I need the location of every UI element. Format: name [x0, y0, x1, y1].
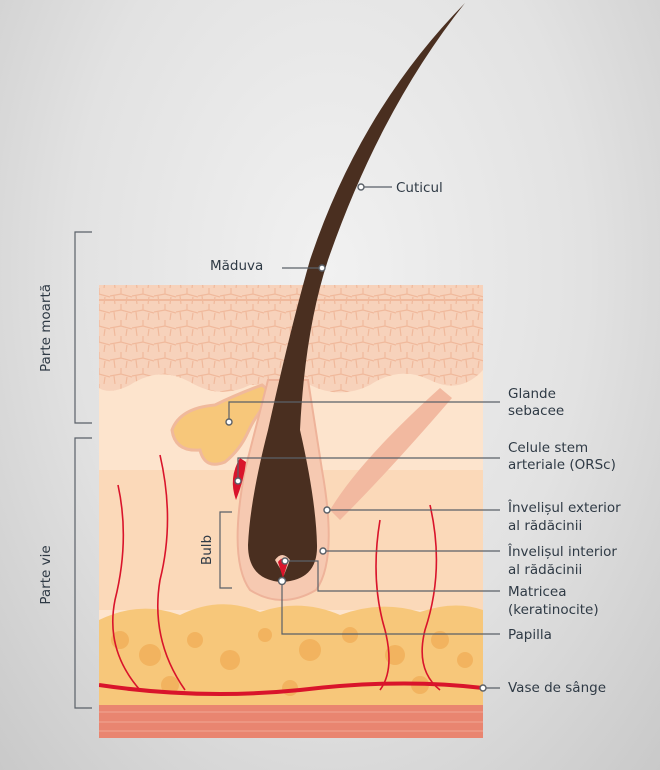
sebaceous-label-1: Glande: [508, 386, 556, 402]
stem-cells-label-1: Celule stem: [508, 440, 588, 456]
medulla-label: Măduva: [210, 258, 263, 274]
sebaceous-label-2: sebacee: [508, 403, 564, 419]
living-part-label: Parte vie: [38, 545, 54, 604]
matrix-label-2: (keratinocite): [508, 602, 599, 618]
papilla-label: Papilla: [508, 627, 552, 643]
dead-part-label: Parte moartă: [38, 284, 54, 372]
matrix-label-1: Matricea: [508, 584, 567, 600]
outer-root-sheath-label-2: al rădăcinii: [508, 518, 582, 534]
inner-root-sheath-label-2: al rădăcinii: [508, 562, 582, 578]
living-part-bracket: [74, 437, 92, 709]
blood-vessels-label: Vase de sânge: [508, 680, 606, 696]
dead-part-bracket: [74, 231, 92, 424]
blood-vessels: [99, 454, 483, 696]
stem-cells-label-2: arteriale (ORSc): [508, 457, 616, 473]
arrector-pili-muscle: [330, 388, 452, 520]
bulb-label: Bulb: [199, 535, 215, 565]
outer-root-sheath-label-1: Învelișul exterior: [507, 498, 621, 516]
cuticle-label: Cuticul: [396, 180, 443, 196]
sebaceous-gland: [170, 383, 278, 466]
bulb-bracket: [219, 511, 232, 589]
fat-layer: [99, 604, 483, 705]
inner-root-sheath-label-1: Învelișul interior: [507, 542, 617, 560]
hair-shaft: [248, 3, 465, 582]
